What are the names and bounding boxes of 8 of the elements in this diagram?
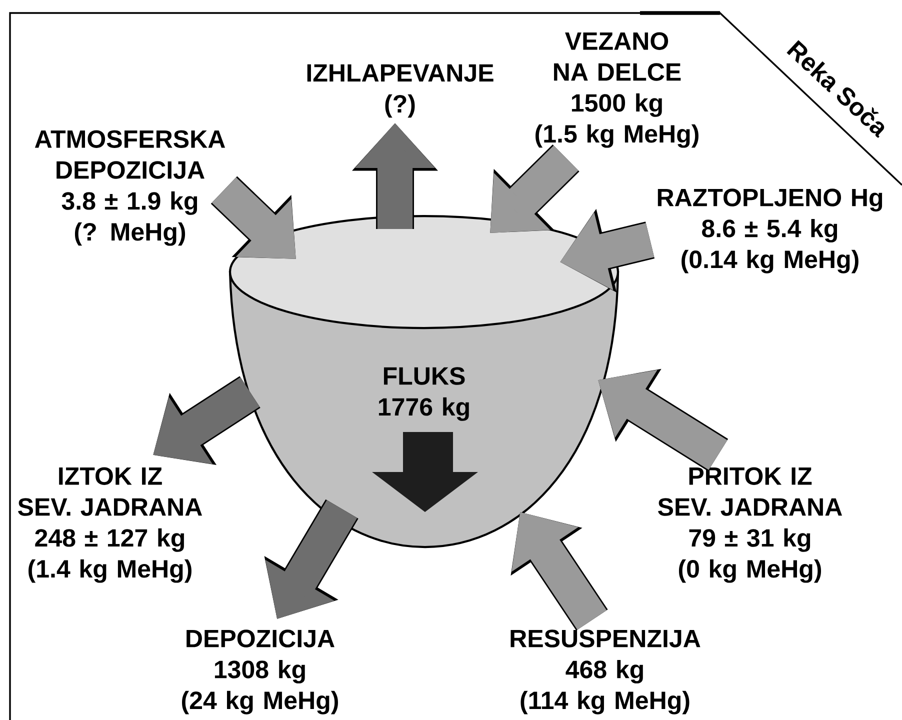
flux-label: IZTOK IZ SEV. JADRANA 248 ± 127 kg (1.4 kg MeHg) (18, 467, 202, 583)
flux-label: RESUSPENZIJA 468 kg (114 kg MeHg) (510, 630, 700, 714)
flux-label: VEZANO NA DELCE 1500 kg (1.5 kg MeHg) (536, 32, 698, 148)
flux-label: IZHLAPEVANJE (?) (307, 64, 494, 118)
flux-label: DEPOZICIJA 1308 kg (24 kg MeHg) (182, 630, 338, 714)
flux-label: RAZTOPLJENO Hg 8.6 ± 5.4 kg (0.14 kg MeHg) (658, 188, 882, 274)
flux-label: PRITOK IZ SEV. JADRANA 79 ± 31 kg (0 kg MeHg) (658, 467, 842, 583)
flux-label: ATMOSFERSKA DEPOZICIJA 3.8 ± 1.9 kg (? MeHg) (34, 130, 226, 246)
